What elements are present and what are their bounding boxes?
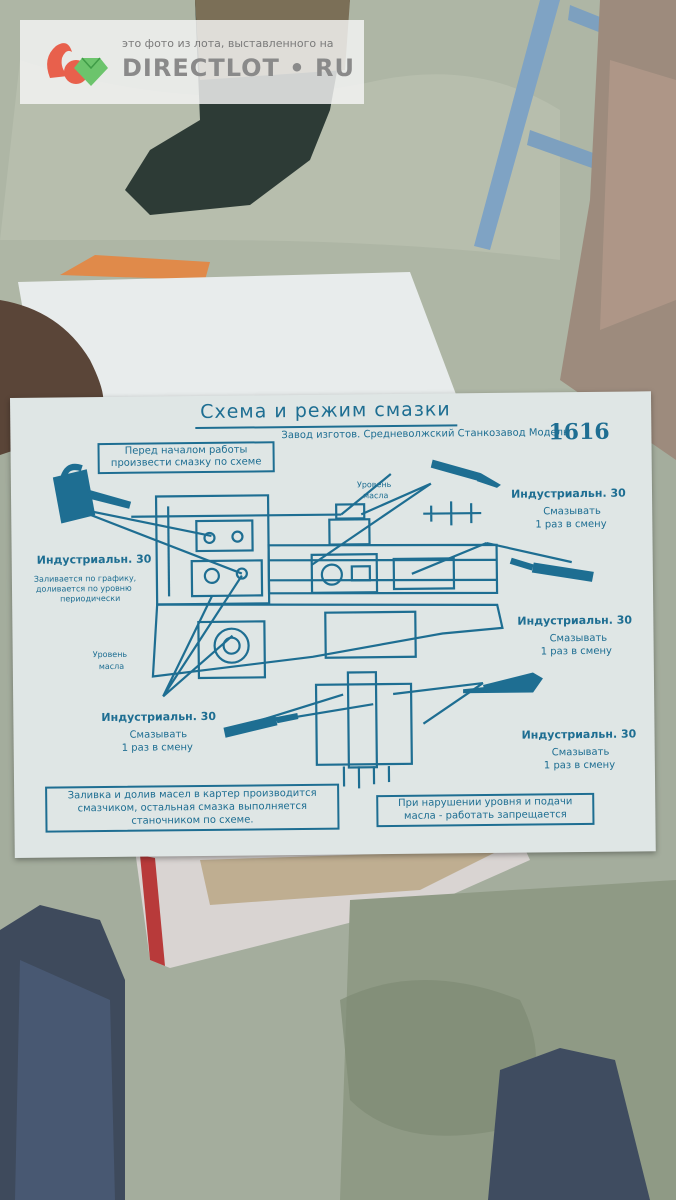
right-bottom-note-2: 1 раз в смену (543, 759, 616, 772)
left-oil-note-3: периодически (60, 593, 121, 604)
right-bottom-oil-name: Индустриальн. 30 (521, 727, 637, 742)
left-oil-note-1: Заливается по графику, (33, 573, 137, 584)
center-bottom-note-1: Смазывать (129, 729, 188, 741)
watermark-caption: это фото из лота, выставленного на (122, 37, 334, 50)
left-oil-name: Индустриальн. 30 (36, 552, 152, 567)
right-mid-note-2: 1 раз в смену (540, 645, 612, 658)
oil-level-top-2: масла (362, 491, 389, 501)
watermark: это фото из лота, выставленного на DIREC… (20, 20, 364, 104)
right-top-note-1: Смазывать (543, 505, 601, 518)
center-bottom-note-2: 1 раз в смену (121, 742, 193, 754)
oil-level-left-1: Уровень (92, 649, 128, 660)
center-bottom-oil-name: Индустриальн. 30 (101, 709, 217, 725)
right-top-note-2: 1 раз в смену (535, 518, 607, 531)
squirrel-logo-icon (47, 43, 108, 86)
left-oil-note-2: доливается по уровню (35, 583, 132, 594)
footer-right-line-2: масла - работать запрещается (403, 809, 567, 822)
white-board (18, 272, 460, 408)
lathe-diagram (52, 459, 594, 789)
chair-leg (474, 0, 560, 250)
footer-left-line-3: станочником по схеме. (131, 814, 254, 827)
watermark-brand: DIRECTLOT • RU (122, 54, 355, 82)
right-bottom-note-1: Смазывать (551, 746, 610, 759)
oil-level-left-2: масла (98, 661, 125, 672)
right-mid-oil-name: Индустриальн. 30 (517, 613, 633, 628)
right-shoe (488, 1048, 650, 1200)
footer-left-box: Заливка и долив масел в картер производи… (45, 783, 340, 833)
right-mid-note-1: Смазывать (549, 632, 608, 645)
oil-level-top-1: Уровень (356, 480, 392, 490)
footer-right-box: При нарушении уровня и подачи масла - ра… (376, 792, 595, 828)
lubrication-card: Схема и режим смазки Завод изготов. Сред… (10, 391, 656, 858)
right-top-oil-name: Индустриальн. 30 (510, 486, 626, 501)
oil-can-icon (52, 469, 96, 524)
footer-right-line-1: При нарушении уровня и подачи (398, 796, 573, 809)
